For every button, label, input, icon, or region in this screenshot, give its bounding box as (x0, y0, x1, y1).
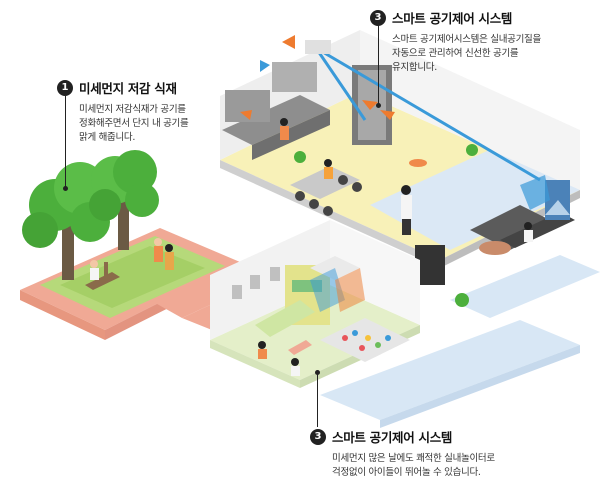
leader-line-smart-air-playroom (317, 372, 318, 427)
callout-title: 스마트 공기제어 시스템 (392, 11, 513, 26)
callout-dust-reduction-planting: 1 미세먼지 저감 식재 미세먼지 저감식재가 공기를 정화해주면서 단지 내 … (57, 78, 227, 145)
callout-description: 미세먼지 많은 날에도 쾌적한 실내놀이터로 걱정없이 아이들이 뛰어놀 수 있… (332, 453, 495, 478)
callout-number-badge: 3 (310, 428, 326, 445)
callout-smart-air-control-playroom: 3 스마트 공기제어 시스템 미세먼지 많은 날에도 쾌적한 실내놀이터로 걱정… (310, 427, 570, 480)
air-flow-lines (240, 35, 550, 210)
callout-header: 3 스마트 공기제어 시스템 (370, 8, 600, 27)
callout-description: 스마트 공기제어시스템은 실내공기질을 자동으로 관리하여 신선한 공기를 유지… (392, 34, 541, 73)
leader-line-smart-air-home (378, 25, 379, 105)
callout-title: 미세먼지 저감 식재 (79, 81, 177, 96)
leader-line-dust-plants (65, 96, 66, 188)
indoor-playground (210, 220, 420, 388)
callout-header: 3 스마트 공기제어 시스템 (310, 427, 570, 446)
blue-walkway (320, 255, 600, 428)
tree-right (89, 150, 159, 250)
callout-number-badge: 1 (57, 79, 73, 96)
park-bench (85, 262, 120, 290)
callout-smart-air-control-home: 3 스마트 공기제어 시스템 스마트 공기제어시스템은 실내공기질을 자동으로 … (370, 8, 600, 75)
leader-dot-smart-air-home (376, 103, 381, 108)
callout-header: 1 미세먼지 저감 식재 (57, 78, 227, 97)
callout-title: 스마트 공기제어 시스템 (332, 430, 453, 445)
callout-description: 미세먼지 저감식재가 공기를 정화해주면서 단지 내 공기를 맑게 해줍니다. (79, 104, 189, 143)
park-people (90, 238, 174, 280)
leader-dot-smart-air-playroom (315, 370, 320, 375)
callout-number-badge: 3 (370, 9, 386, 26)
leader-dot-dust-plants (63, 186, 68, 191)
